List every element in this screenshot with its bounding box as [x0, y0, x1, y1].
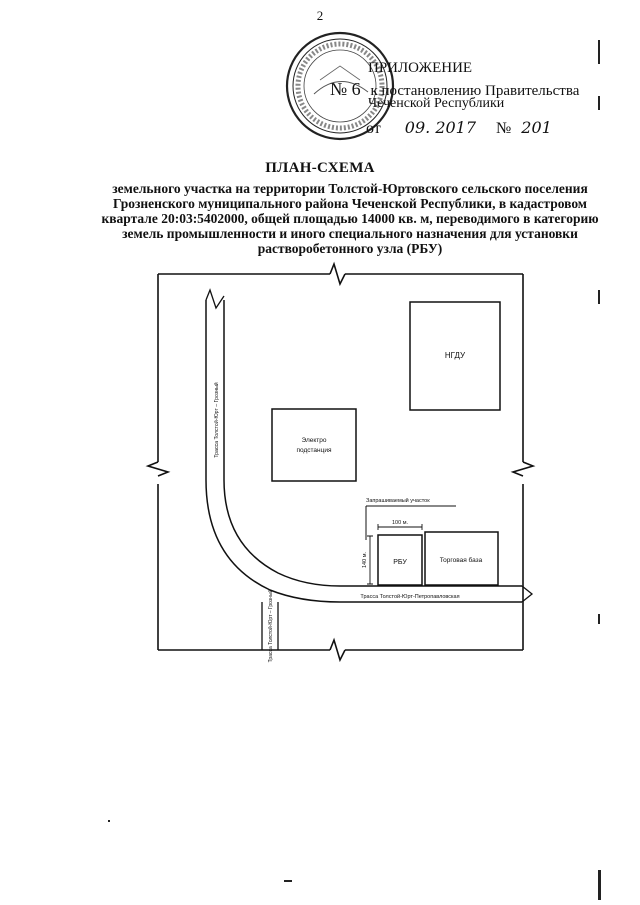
document-subtitle: земельного участка на территории Толстой…	[101, 181, 599, 256]
scan-mark	[598, 290, 600, 304]
label-road-petropavlovskaya: Трасса Толстой-Юрт-Петропавловская	[360, 593, 459, 600]
label-road-tolstoy-grozny-lower: Трасса Толстой-Юрт – Грозный	[267, 589, 274, 662]
document-title: ПЛАН-СХЕМА	[265, 160, 375, 176]
scan-mark	[598, 96, 600, 110]
height-dimension	[367, 535, 373, 585]
government-name: Чеченской Республики	[368, 96, 505, 111]
label-road-tolstoy-grozny: Трасса Толстой-Юрт – Грозный	[213, 382, 220, 457]
plan-border	[145, 261, 536, 663]
label-requested-plot: Запрашиваемый участок	[366, 497, 430, 504]
scan-mark	[598, 870, 601, 900]
road-arrow-end	[521, 585, 534, 603]
road-edge-outer	[205, 300, 522, 603]
label-ngdu: НГДУ	[445, 351, 466, 360]
scan-mark	[598, 40, 600, 64]
label-trade-base: Торговая база	[440, 556, 483, 564]
scan-dot	[284, 880, 292, 882]
page-number: 2	[316, 8, 324, 23]
official-seal	[285, 31, 395, 141]
decree-text: к постановлению Правительства	[370, 83, 580, 99]
doc-number-symbol: №	[496, 120, 512, 137]
label-substation-line2: подстанция	[296, 447, 331, 454]
road-edge-inner	[223, 300, 522, 587]
decree-line: № 6 к постановлению Правительства	[330, 79, 579, 100]
appendix-label: ПРИЛОЖЕНИЕ	[368, 60, 473, 76]
date-prefix: от	[366, 120, 381, 137]
label-height: 140 м.	[362, 552, 368, 568]
doc-number-value: 201	[521, 118, 552, 137]
label-substation-line1: Электро	[302, 437, 327, 444]
width-dimension	[377, 524, 423, 530]
requested-plot-leader	[365, 505, 456, 540]
building-ngdu	[409, 301, 501, 411]
scan-mark	[598, 614, 600, 624]
building-trade-base	[424, 531, 499, 586]
label-width: 100 м.	[392, 520, 408, 526]
date-line: от 09. 2017 № 201	[366, 118, 552, 138]
date-value: 09. 2017	[404, 118, 477, 137]
scan-dot	[108, 820, 110, 822]
building-rbu	[377, 534, 423, 586]
lower-road	[261, 602, 279, 650]
decree-number: № 6	[330, 79, 361, 99]
label-rbu: РБУ	[393, 559, 407, 566]
building-substation	[271, 408, 357, 482]
road-break-top	[205, 288, 225, 310]
